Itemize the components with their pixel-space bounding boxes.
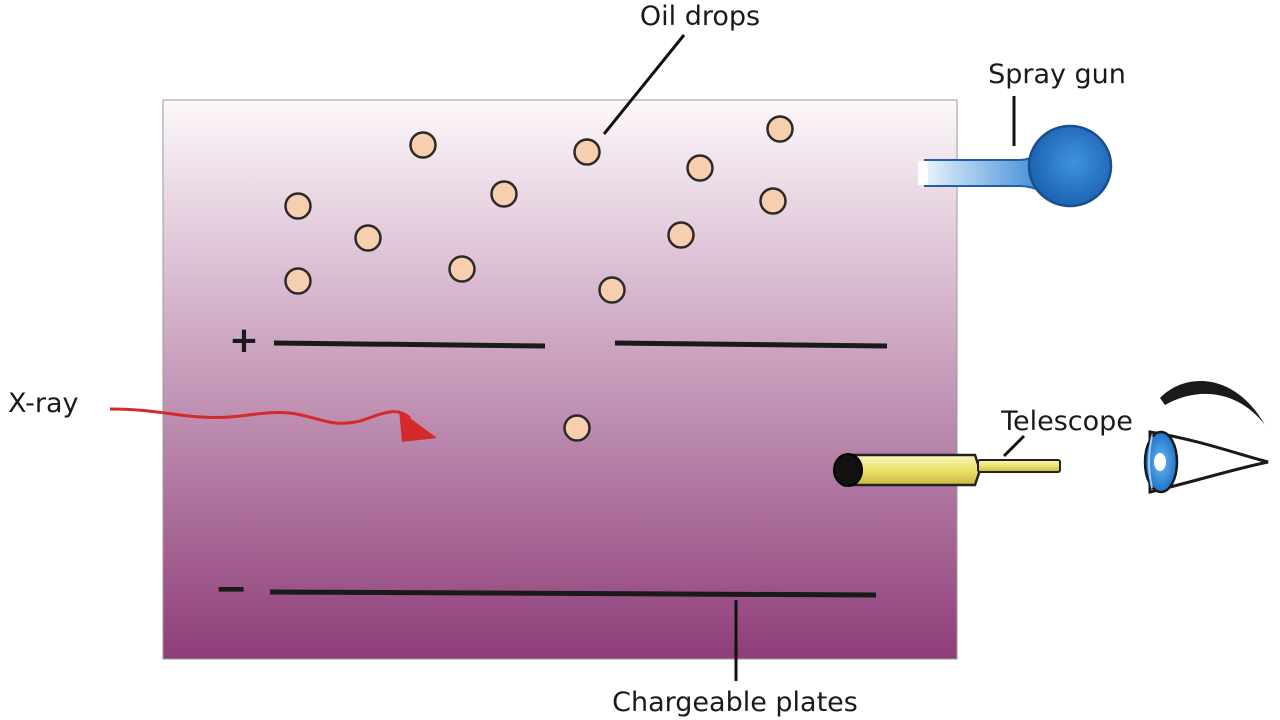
minus-sign: − — [214, 566, 248, 612]
oil-drop — [686, 154, 714, 182]
oil-drop — [573, 138, 601, 166]
oil-drop — [354, 224, 382, 252]
oil-drop — [766, 115, 794, 143]
oil-drop — [563, 414, 591, 442]
oil-drop — [490, 180, 518, 208]
upper-plate-right — [614, 340, 888, 349]
label-chargeable-plates: Chargeable plates — [612, 687, 858, 718]
plus-sign: + — [229, 320, 259, 361]
oil-drop — [448, 255, 476, 283]
telescope — [833, 453, 1061, 487]
chamber — [162, 99, 958, 660]
oil-drop — [284, 267, 312, 295]
oil-drop — [284, 192, 312, 220]
label-telescope: Telescope — [1000, 406, 1133, 437]
label-spray-gun: Spray gun — [988, 59, 1126, 90]
oil-drop — [667, 221, 695, 249]
oil-drop — [598, 276, 626, 304]
label-x-ray: X-ray — [8, 388, 79, 419]
eye-icon — [1143, 380, 1269, 494]
oil-drops-group — [284, 115, 794, 442]
spray-gun — [918, 124, 1113, 208]
oil-drop — [409, 131, 437, 159]
label-oil-drops: Oil drops — [640, 1, 760, 32]
oil-drops-leader — [602, 34, 686, 135]
oil-drop — [759, 187, 787, 215]
telescope-leader — [1002, 434, 1026, 458]
x-ray-wave — [109, 407, 411, 425]
lower-plate — [269, 589, 877, 598]
x-ray-arrowhead — [399, 410, 437, 442]
upper-plate-left — [273, 340, 546, 349]
